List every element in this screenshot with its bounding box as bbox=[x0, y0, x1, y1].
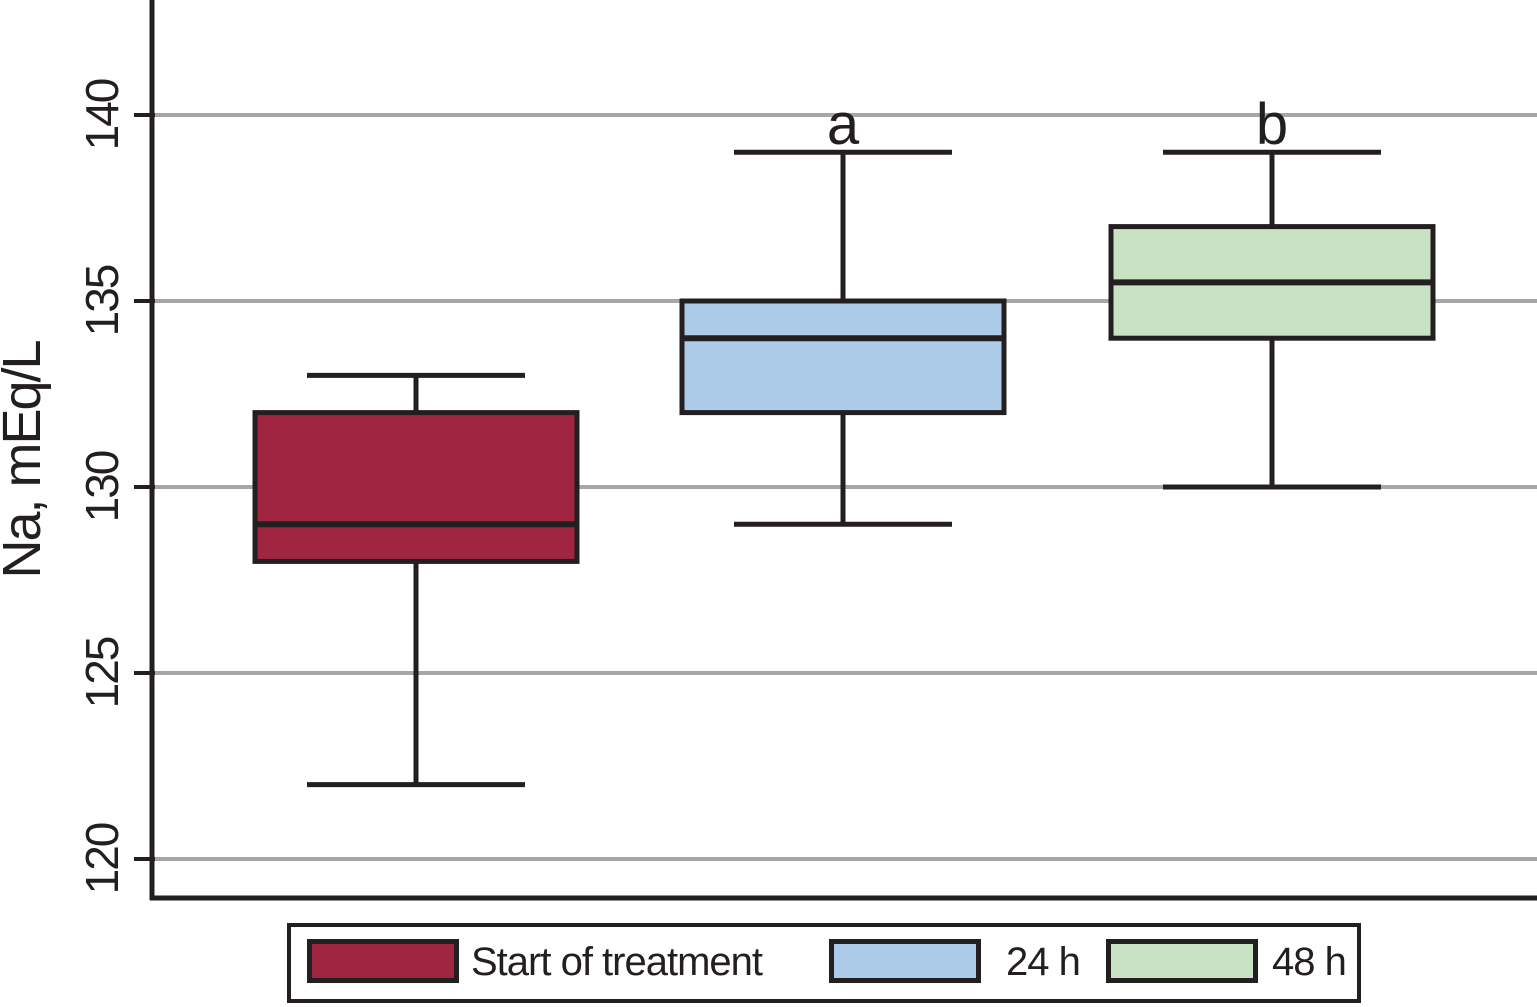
legend-label-48h: 48 h bbox=[1272, 940, 1347, 984]
ytick-label-140: 140 bbox=[76, 79, 128, 150]
significance-label-a: a bbox=[827, 92, 860, 157]
ytick-label-120: 120 bbox=[76, 823, 128, 894]
box-start-of-treatment bbox=[252, 410, 580, 564]
y-axis-title: Na, mEq/L bbox=[0, 340, 52, 578]
legend: Start of treatment 24 h 48 h bbox=[287, 923, 1361, 1003]
legend-label-start-of-treatment: Start of treatment bbox=[471, 940, 763, 984]
legend-label-24h: 24 h bbox=[1006, 940, 1081, 984]
ytick-label-125: 125 bbox=[76, 637, 128, 708]
ytick-label-130: 130 bbox=[76, 451, 128, 522]
legend-swatch-24h bbox=[829, 939, 981, 983]
legend-swatch-48h bbox=[1106, 939, 1258, 983]
box-24-h bbox=[679, 298, 1007, 416]
legend-swatch-start-of-treatment bbox=[307, 939, 459, 983]
significance-label-b: b bbox=[1256, 92, 1288, 157]
ytick-label-135: 135 bbox=[76, 265, 128, 336]
